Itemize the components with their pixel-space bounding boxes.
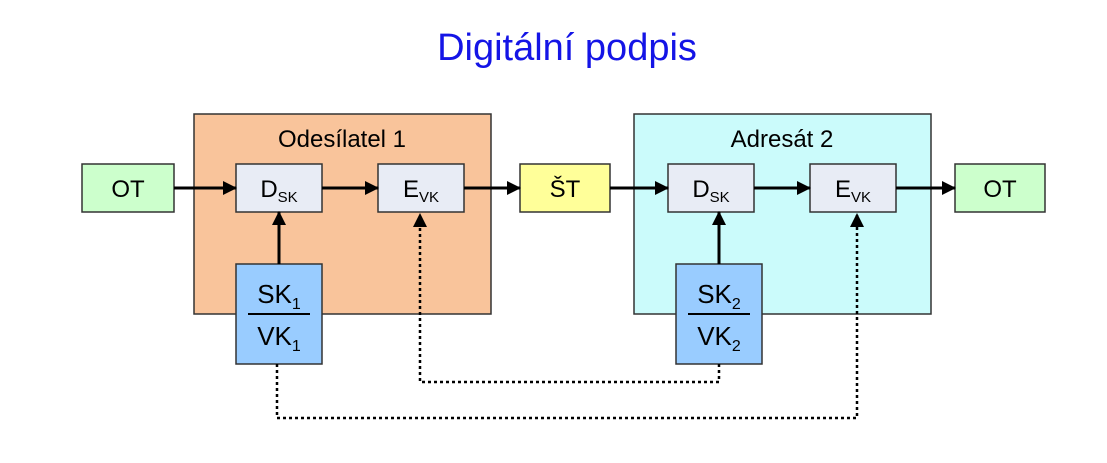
- output-ot-box: [954, 163, 1046, 213]
- receiver-decrypt-box: [667, 163, 755, 213]
- receiver-decrypt-label: DSK: [692, 176, 729, 206]
- receiver-public-key-label: VK2: [697, 321, 741, 355]
- input-ot-label: OT: [111, 176, 145, 203]
- input-ot-box: [81, 163, 175, 213]
- receiver-encrypt-box: [809, 163, 897, 213]
- dotted-receiver-public-key-to-sender-encrypt: [413, 213, 721, 384]
- sender-encrypt-box: [377, 163, 465, 213]
- sender-private-key-label: SK1: [257, 279, 301, 313]
- sender-decrypt-label: DSK: [260, 176, 297, 206]
- cipher-text-label: ŠT: [550, 175, 581, 203]
- dotted-sender-public-key-to-receiver-encrypt: [275, 213, 864, 420]
- sender-public-key-label: VK1: [257, 321, 301, 355]
- diagram-title: Digitální podpis: [437, 27, 697, 69]
- cipher-text-box: [519, 163, 611, 213]
- receiver-label: Adresát 2: [731, 126, 834, 153]
- receiver-encrypt-label: EVK: [835, 176, 871, 206]
- sender-label: Odesílatel 1: [278, 126, 406, 153]
- sender-encrypt-label: EVK: [403, 176, 439, 206]
- receiver-private-key-label: SK2: [697, 279, 741, 313]
- output-ot-label: OT: [983, 176, 1017, 203]
